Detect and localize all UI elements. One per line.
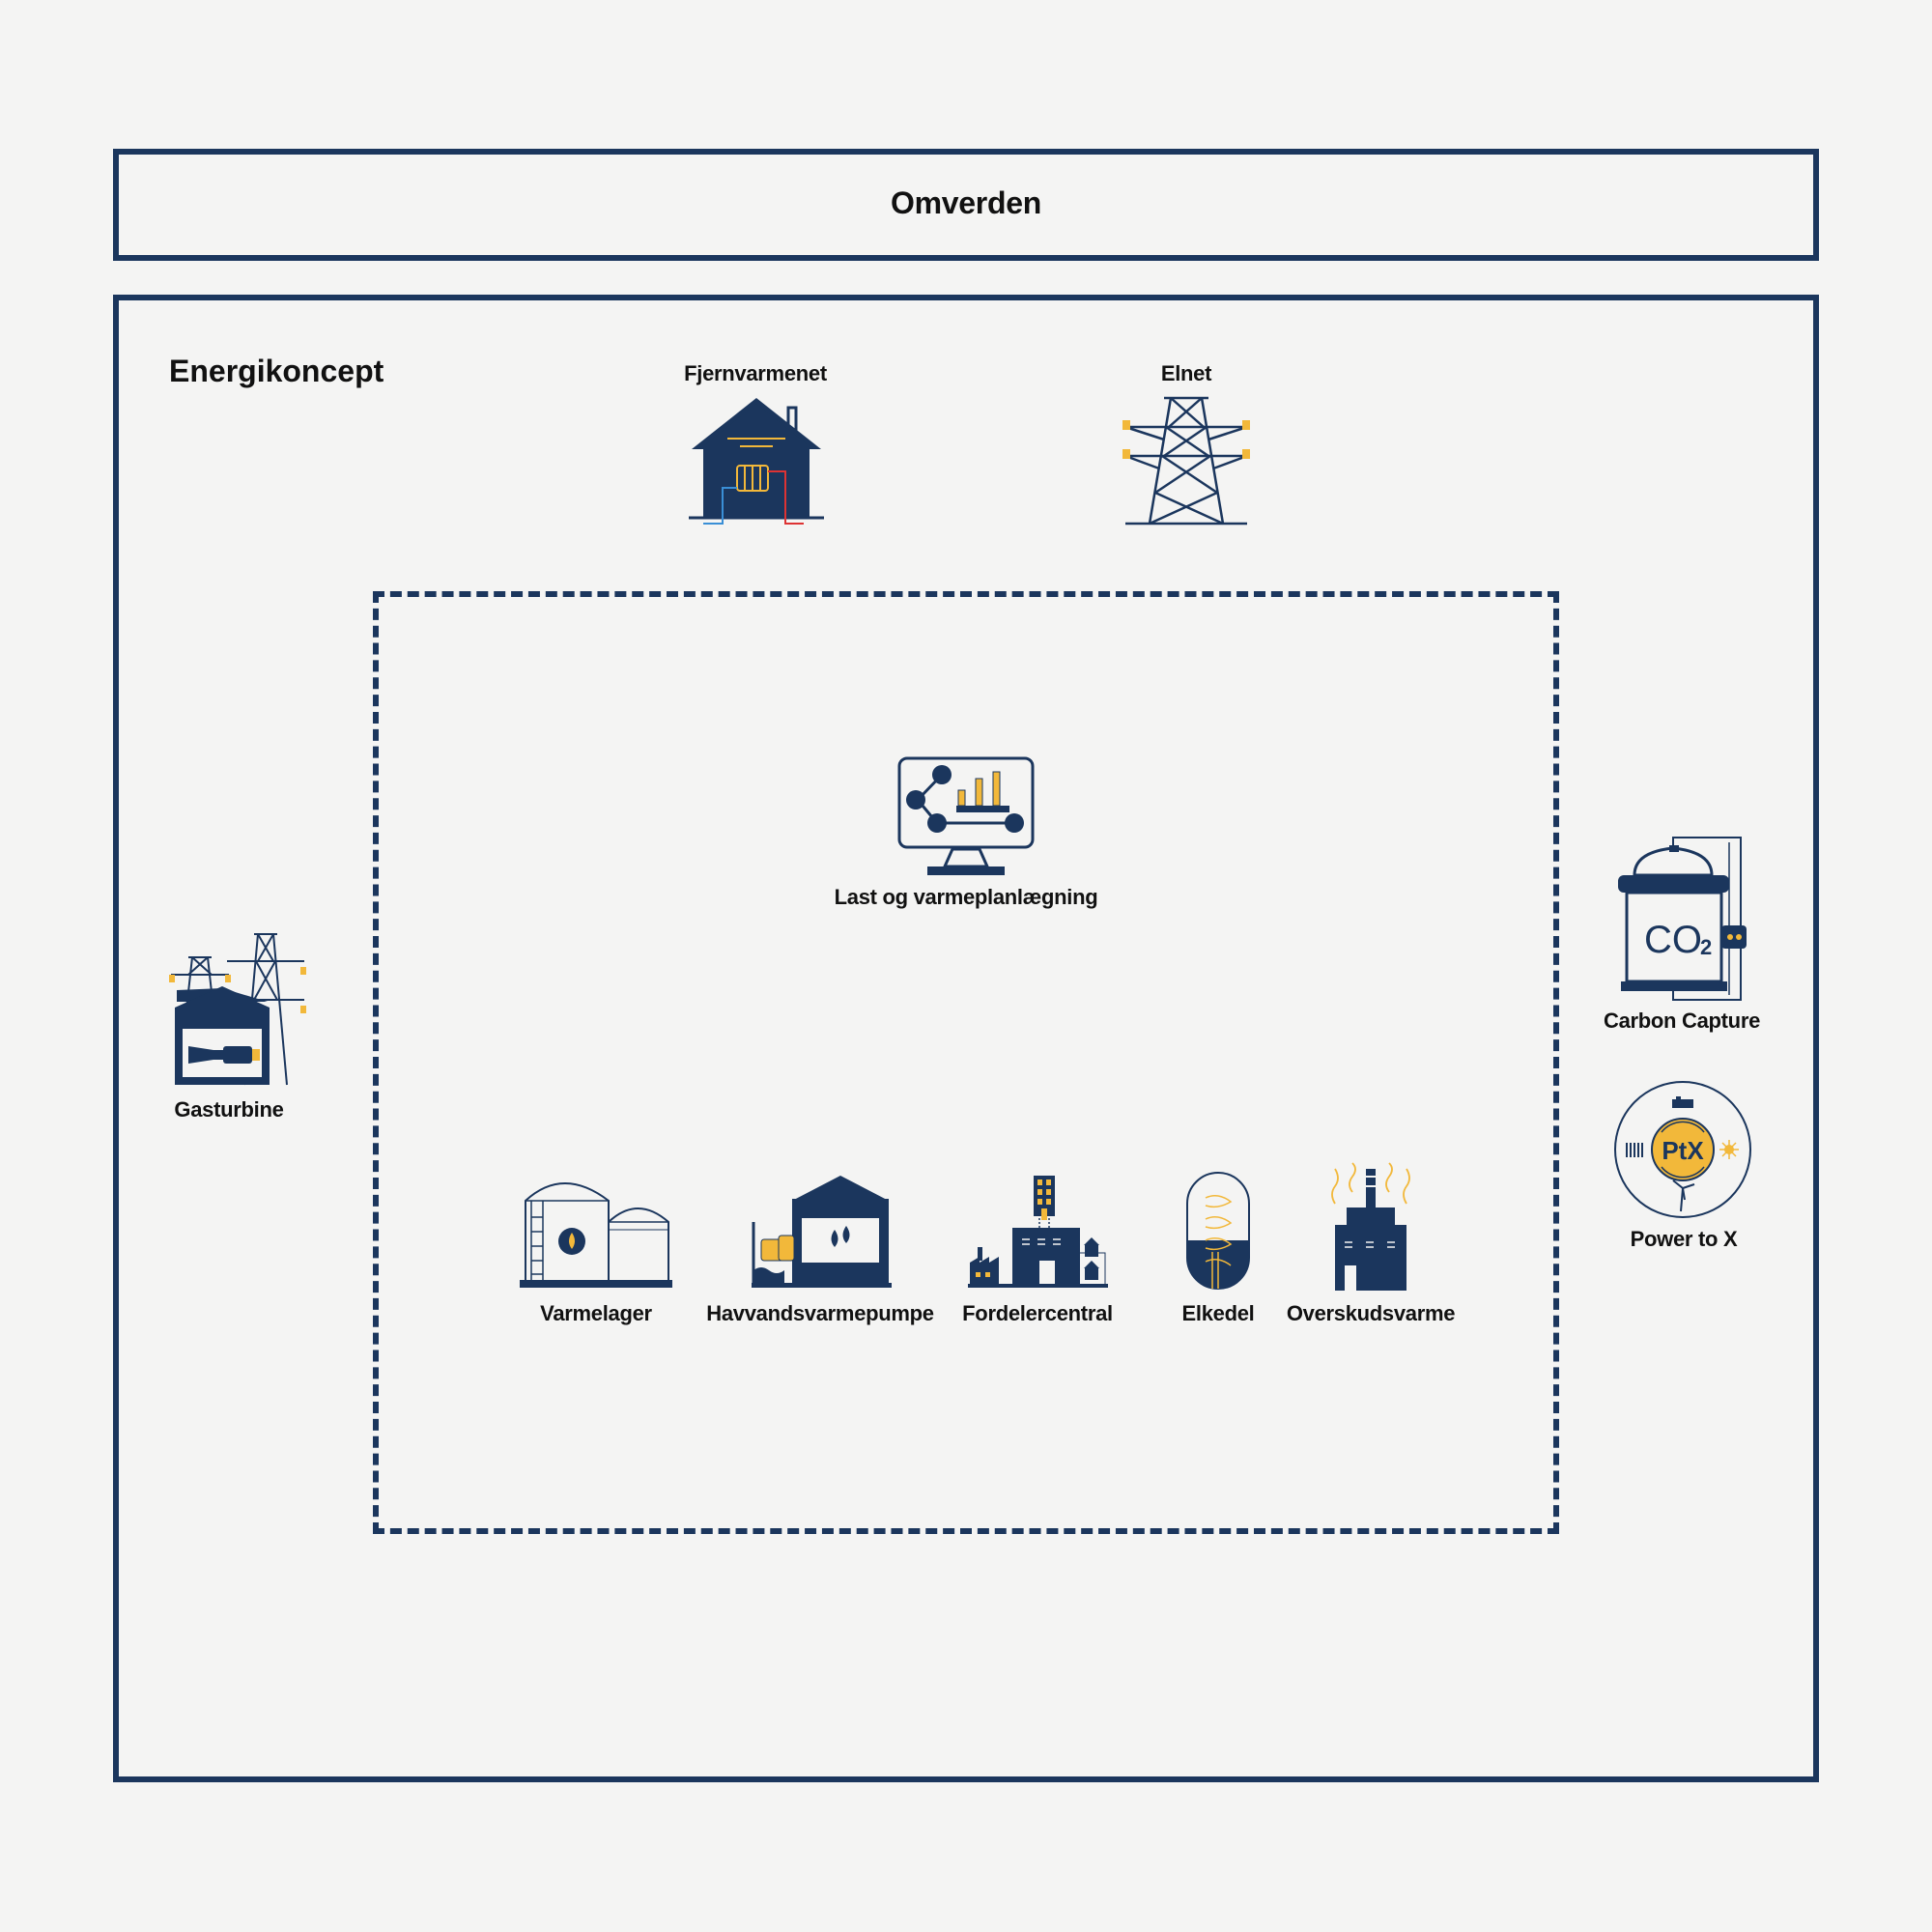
elnet-label: Elnet xyxy=(1160,361,1212,385)
omverden-frame xyxy=(113,149,1819,261)
power-to-x-label: Power to X xyxy=(1630,1227,1738,1251)
fjernvarmenet-label: Fjernvarmenet xyxy=(684,361,827,385)
gas-turbine-icon xyxy=(169,933,306,1086)
energikoncept-frame xyxy=(113,295,1819,1782)
distribution-center-icon xyxy=(968,1176,1108,1288)
havvand-label: Havvandsvarmepumpe xyxy=(706,1301,934,1325)
core-boundary xyxy=(373,591,1559,1534)
excess-heat-factory-icon xyxy=(1331,1162,1410,1291)
gasturbine-label: Gasturbine xyxy=(174,1097,284,1122)
heat-storage-tanks-icon xyxy=(520,1182,672,1288)
fordeler-label: Fordelercentral xyxy=(962,1301,1113,1325)
ptx-text: PtX xyxy=(1662,1136,1704,1165)
co2-text: CO xyxy=(1644,919,1702,961)
omverden-title: Omverden xyxy=(891,185,1041,220)
varmelager-label: Varmelager xyxy=(540,1301,652,1325)
power-pylon-icon xyxy=(1122,396,1250,526)
planning-monitor-icon xyxy=(897,756,1035,875)
power-to-x-icon: PtX xyxy=(1614,1081,1751,1218)
carbon-capture-tank-icon: CO 2 xyxy=(1618,837,1747,1001)
carbon-capture-label: Carbon Capture xyxy=(1603,1009,1761,1033)
energikoncept-title: Energikoncept xyxy=(169,354,384,388)
planning-label: Last og varmeplanlægning xyxy=(834,885,1098,909)
co2-subscript: 2 xyxy=(1700,935,1712,959)
district-heating-house-icon xyxy=(689,398,824,525)
seawater-heat-pump-icon xyxy=(752,1176,892,1288)
electric-boiler-icon xyxy=(1186,1172,1250,1290)
overskud-label: Overskudsvarme xyxy=(1286,1301,1456,1325)
elkedel-label: Elkedel xyxy=(1181,1301,1255,1325)
